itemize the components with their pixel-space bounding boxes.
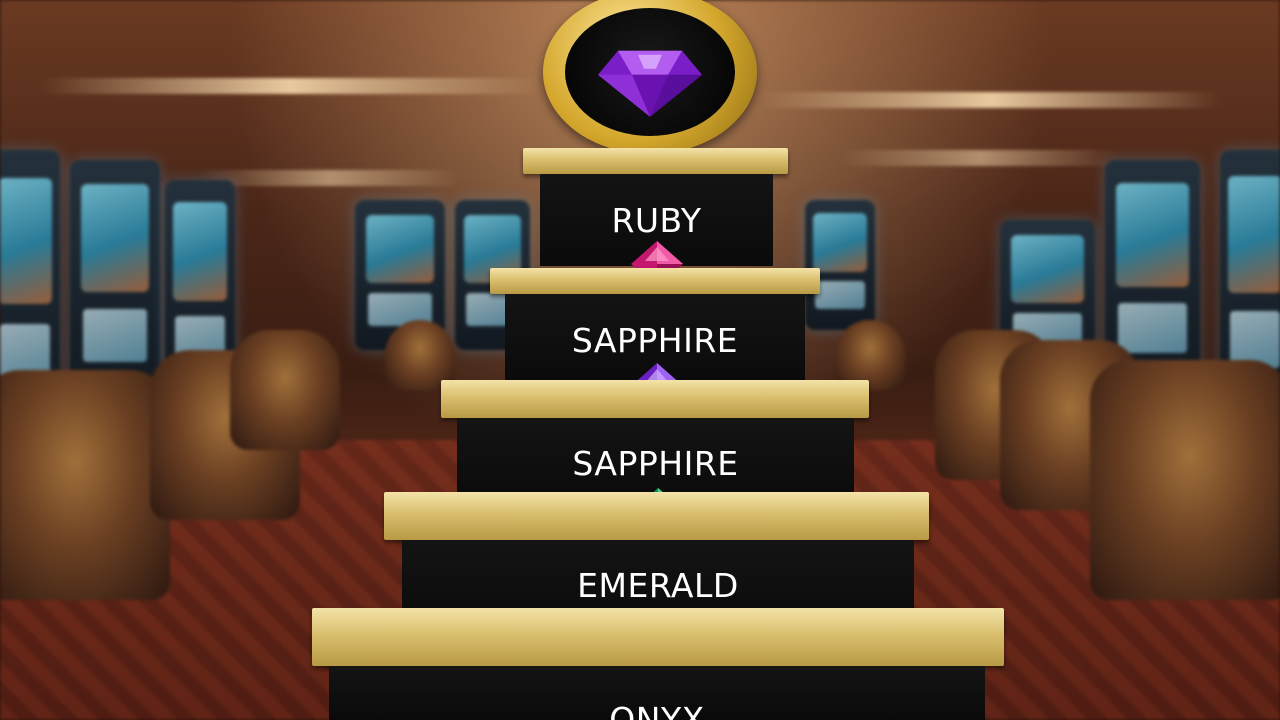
slot-machine <box>355 200 445 350</box>
top-medal <box>543 0 757 154</box>
tier-onyx: ONYX <box>329 666 985 720</box>
ceiling-light <box>200 170 460 186</box>
ceiling-light <box>40 78 540 94</box>
slot-machine <box>805 200 875 330</box>
tier-label: EMERALD <box>577 565 739 605</box>
slot-machine <box>70 160 160 400</box>
casino-chair <box>835 320 905 390</box>
tier-ledge <box>441 380 869 418</box>
tier-label: SAPPHIRE <box>571 320 739 360</box>
casino-chair <box>385 320 455 390</box>
medal-face <box>565 8 735 136</box>
casino-chair <box>230 330 340 450</box>
purple-diamond-gem-icon <box>598 50 702 117</box>
ceiling-light <box>840 150 1120 166</box>
tier-ledge <box>384 492 929 540</box>
tier-label: ONYX <box>609 700 705 720</box>
casino-chair <box>0 370 170 600</box>
tier-label: SAPPHIRE <box>572 443 739 483</box>
ceiling-light <box>760 92 1220 108</box>
tier-ledge <box>490 268 820 294</box>
tier-ledge <box>312 608 1004 666</box>
casino-chair <box>1090 360 1280 600</box>
tier-ledge <box>523 148 788 174</box>
tier-label: RUBY <box>611 200 702 240</box>
